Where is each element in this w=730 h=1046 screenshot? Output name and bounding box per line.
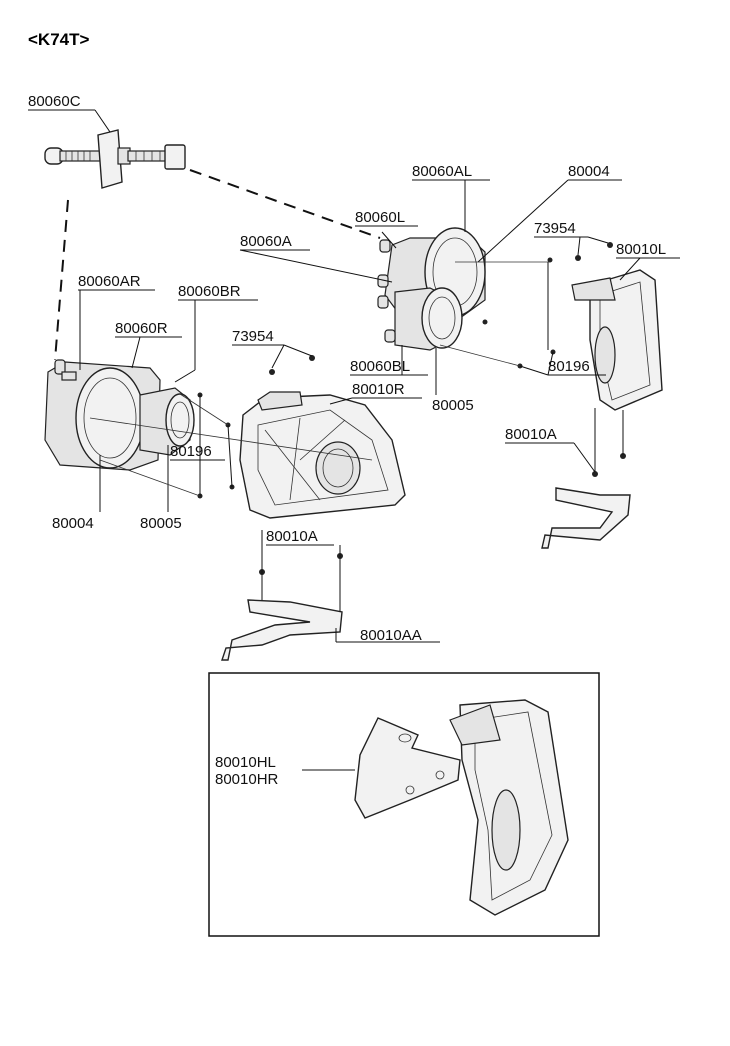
dashed-connector-right: [189, 169, 381, 239]
label-80010l: 80010L: [616, 241, 666, 258]
label-80060ar: 80060AR: [78, 273, 141, 290]
label-80196-left: 80196: [170, 443, 212, 460]
label-73954-mid: 73954: [232, 328, 274, 345]
label-80060c: 80060C: [28, 93, 81, 110]
leader-lines: [28, 109, 680, 643]
label-80060br: 80060BR: [178, 283, 241, 300]
label-80004-left: 80004: [52, 515, 94, 532]
bracket-80010a-right: [541, 487, 631, 549]
label-80060l: 80060L: [355, 209, 405, 226]
label-80060r: 80060R: [115, 320, 168, 337]
bezel-80010l: [571, 269, 663, 411]
label-80060al: 80060AL: [412, 163, 472, 180]
label-80010aa: 80010AA: [360, 627, 422, 644]
dashed-connector-left: [54, 199, 69, 361]
part-labels: 80060C 80060AL 80004 80060L 80060A 73954…: [28, 93, 666, 788]
label-80060a: 80060A: [240, 233, 292, 250]
diagram-title: <K74T>: [28, 30, 89, 49]
detail-box: [208, 672, 600, 937]
bracket-80010aa: [221, 599, 343, 661]
label-73954-right: 73954: [534, 220, 576, 237]
label-80060bl: 80060BL: [350, 358, 410, 375]
bezel-80010r: [239, 391, 406, 519]
label-80196-right: 80196: [548, 358, 590, 375]
headlamp-unit-left: [44, 359, 195, 471]
label-80010r: 80010R: [352, 381, 405, 398]
label-80010a-right: 80010A: [505, 426, 557, 443]
label-80010hr: 80010HR: [215, 771, 279, 788]
headlamp-unit-right: [377, 227, 486, 351]
label-80004-top: 80004: [568, 163, 610, 180]
label-80005-right: 80005: [432, 397, 474, 414]
label-80010a-mid: 80010A: [266, 528, 318, 545]
adjuster-screw-80060c: [44, 129, 186, 189]
label-80010hl: 80010HL: [215, 754, 276, 771]
label-80005-left: 80005: [140, 515, 182, 532]
